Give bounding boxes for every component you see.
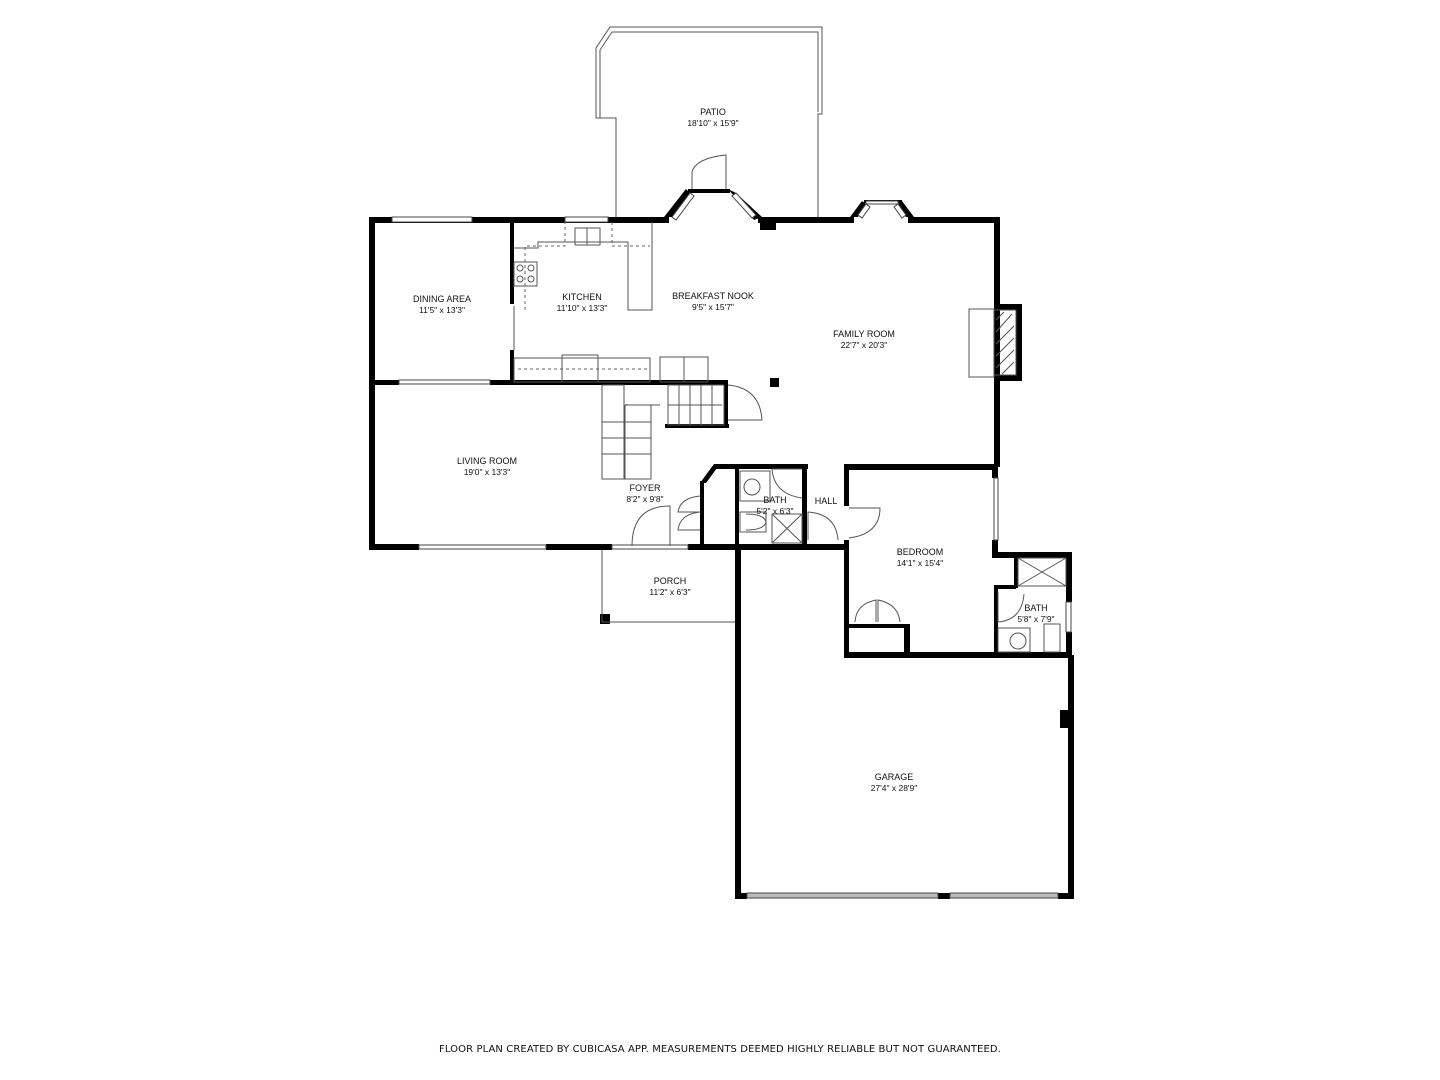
room-name-porch: PORCH (654, 576, 687, 586)
disclaimer-footer: FLOOR PLAN CREATED BY CUBICASA APP. MEAS… (439, 1044, 1001, 1055)
room-dims-garage: 27'4" x 28'9" (871, 783, 918, 793)
room-dims-family: 22'7" x 20'3" (841, 340, 888, 350)
patio-outline (595, 26, 823, 218)
room-name-bedroom: BEDROOM (897, 547, 944, 557)
room-name-foyer: FOYER (629, 483, 661, 493)
room-name-nook: BREAKFAST NOOK (672, 291, 754, 301)
room-name-garage: GARAGE (875, 772, 914, 782)
room-dims-living: 19'0" x 13'3" (464, 467, 511, 477)
kitchen-fixtures (513, 222, 709, 383)
room-dims-porch: 11'2" x 6'3" (649, 587, 690, 597)
room-name-patio: PATIO (700, 107, 726, 117)
room-name-bath2: BATH (1024, 603, 1047, 613)
room-name-family: FAMILY ROOM (833, 329, 895, 339)
room-dims-bedroom: 14'1" x 15'4" (897, 558, 944, 568)
doors (631, 468, 1025, 623)
room-dims-foyer: 8'2" x 9'8" (626, 494, 663, 504)
windows (391, 192, 1072, 899)
room-dims-bath1: 5'2" x 6'3" (756, 506, 793, 516)
room-name-bath1: BATH (763, 495, 786, 505)
room-dims-patio: 18'10" x 15'9" (687, 118, 738, 128)
bath-fixtures (739, 470, 1067, 653)
room-dims-kitchen: 11'10" x 13'3" (557, 303, 608, 313)
stairs (601, 384, 763, 480)
room-dims-bath2: 5'8" x 7'9" (1017, 614, 1054, 624)
porch-outline (601, 550, 735, 623)
room-dims-nook: 9'5" x 15'7" (692, 302, 734, 312)
room-name-hall: HALL (815, 496, 838, 506)
room-name-kitchen: KITCHEN (562, 292, 602, 302)
room-labels: PATIO 18'10" x 15'9" DINING AREA 11'5" x… (413, 107, 1055, 793)
fireplace (968, 308, 1017, 378)
room-name-living: LIVING ROOM (457, 456, 517, 466)
room-name-dining: DINING AREA (413, 294, 471, 304)
room-dims-dining: 11'5" x 13'3" (419, 305, 465, 315)
